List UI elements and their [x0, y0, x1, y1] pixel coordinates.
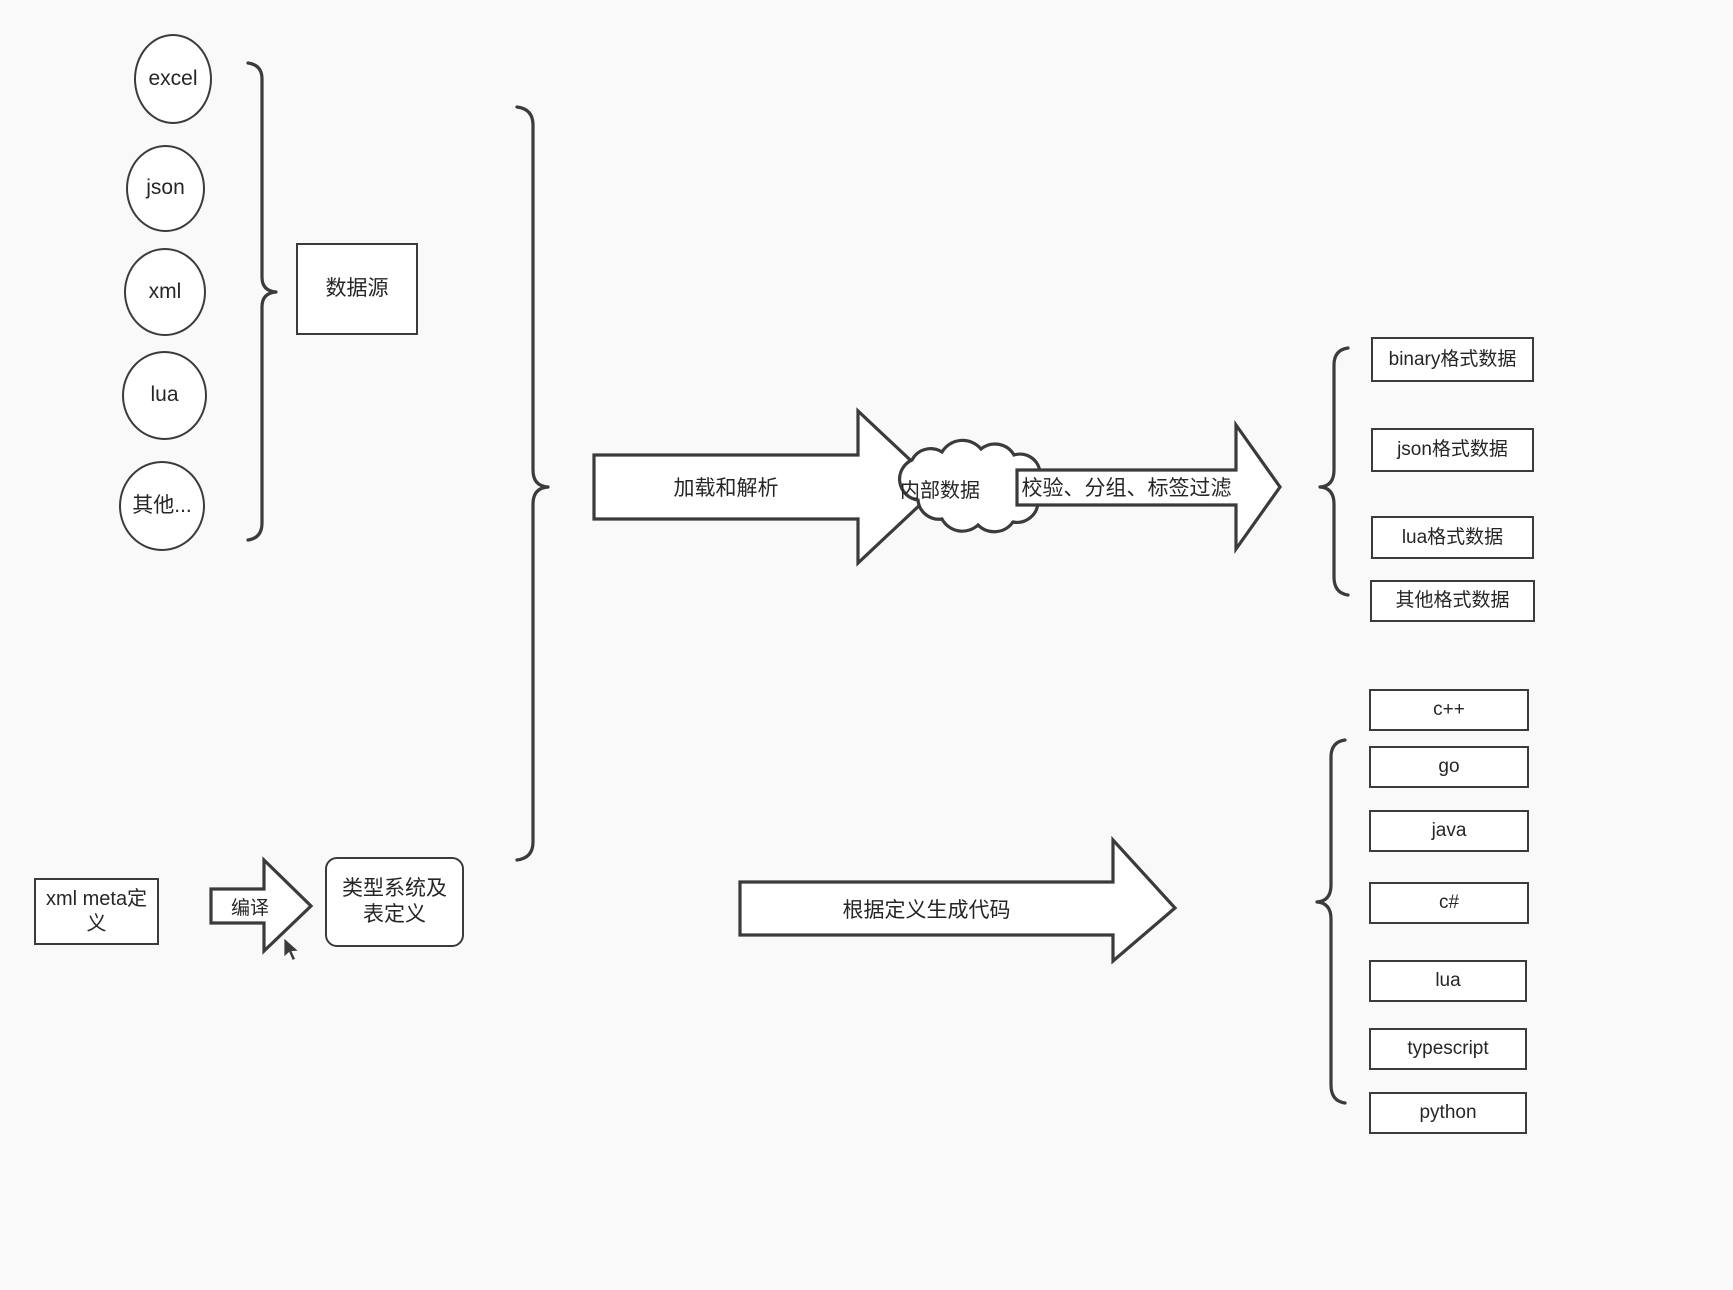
output-language-cpp[interactable]: c++: [1369, 689, 1529, 731]
output-language-label: typescript: [1407, 1038, 1489, 1060]
source-node-other[interactable]: 其他...: [119, 461, 205, 551]
output-format-label: lua格式数据: [1401, 526, 1504, 548]
source-node-label: 其他...: [132, 493, 192, 517]
compile-arrow: [209, 856, 314, 955]
data-source-box[interactable]: 数据源: [296, 243, 418, 335]
output-language-typescript[interactable]: typescript: [1369, 1028, 1527, 1070]
output-format-label: json格式数据: [1397, 439, 1508, 461]
output-format-binary[interactable]: binary格式数据: [1371, 337, 1534, 382]
codegen-arrow: [738, 835, 1178, 965]
sources-brace: [246, 61, 278, 542]
output-format-lua[interactable]: lua格式数据: [1371, 516, 1534, 559]
compile-arrow-label: 编译: [230, 897, 269, 919]
output-format-json[interactable]: json格式数据: [1371, 428, 1534, 472]
source-node-label: excel: [148, 66, 198, 90]
load-parse-arrow-label: 加载和解析: [673, 477, 779, 500]
output-language-label: python: [1419, 1102, 1477, 1124]
filter-arrow-label: 校验、分组、标签过滤: [1021, 477, 1232, 500]
data-source-label: 数据源: [325, 276, 389, 300]
output-format-label: 其他格式数据: [1395, 590, 1510, 612]
output-language-label: java: [1431, 820, 1467, 842]
source-node-json[interactable]: json: [126, 145, 205, 232]
output-language-go[interactable]: go: [1369, 746, 1529, 788]
type-system-label: 类型系统及表定义: [342, 876, 447, 926]
output-language-java[interactable]: java: [1369, 810, 1529, 852]
output-language-label: c#: [1438, 892, 1460, 914]
xml-meta-label: xml meta定义: [45, 887, 148, 935]
inputs-brace: [515, 105, 550, 862]
source-node-label: lua: [150, 383, 179, 407]
type-system-box[interactable]: 类型系统及表定义: [325, 857, 464, 947]
output-format-label: binary格式数据: [1388, 348, 1517, 370]
output-format-other[interactable]: 其他格式数据: [1370, 580, 1535, 622]
mouse-cursor-icon: [283, 937, 300, 962]
source-node-label: xml: [148, 279, 182, 303]
languages-brace: [1315, 738, 1347, 1105]
xml-meta-box[interactable]: xml meta定义: [34, 878, 159, 945]
output-language-csharp[interactable]: c#: [1369, 882, 1529, 924]
output-language-label: c++: [1433, 699, 1465, 721]
output-language-lua[interactable]: lua: [1369, 960, 1527, 1002]
source-node-xml[interactable]: xml: [124, 248, 206, 336]
output-language-python[interactable]: python: [1369, 1092, 1527, 1134]
internal-data-label: 内部数据: [900, 479, 980, 502]
filter-arrow: [1015, 419, 1282, 555]
output-language-label: go: [1438, 756, 1460, 778]
data-formats-brace: [1318, 346, 1350, 597]
output-language-label: lua: [1435, 970, 1461, 992]
load-parse-arrow: [592, 407, 942, 567]
codegen-arrow-label: 根据定义生成代码: [842, 898, 1011, 922]
internal-data-cloud: [898, 438, 1047, 534]
source-node-lua[interactable]: lua: [122, 351, 207, 440]
source-node-label: json: [146, 176, 185, 200]
source-node-excel[interactable]: excel: [134, 34, 212, 124]
